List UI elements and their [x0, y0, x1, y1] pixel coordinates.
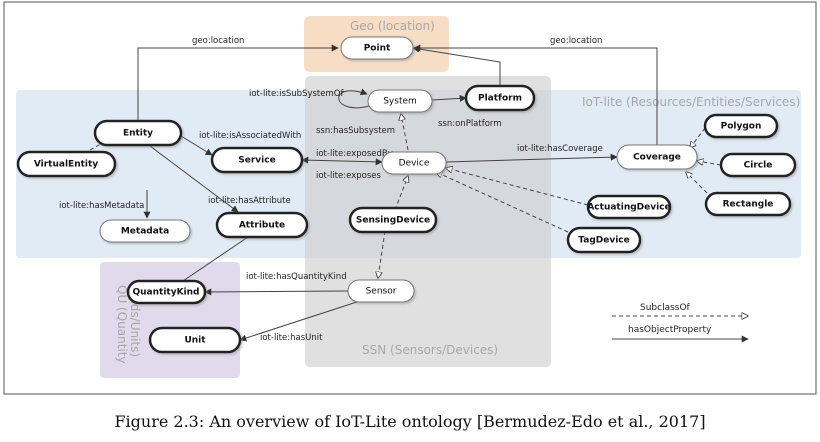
node-polygon-label: Polygon [721, 122, 762, 132]
node-actuating-device-label: ActuatingDevice [587, 203, 670, 213]
edge-entity-attribute [149, 145, 239, 213]
edge-system-loop [338, 88, 370, 109]
node-sensor [347, 279, 415, 303]
label-has-attribute: iot-lite:hasAttribute [208, 196, 291, 206]
figure-frame [3, 1, 817, 395]
figure-caption: Figure 2.3: An overview of IoT-Lite onto… [114, 412, 706, 431]
node-point [340, 36, 414, 60]
label-has-coverage: iot-lite:hasCoverage [517, 144, 603, 154]
node-metadata [99, 219, 191, 243]
legend-subclass-of-label: SubclassOf [640, 303, 691, 313]
edge-sensor-quantitykind [204, 288, 349, 296]
edge-device-coverage [445, 153, 618, 163]
edge-system-platform [431, 94, 467, 102]
node-unit-label: Unit [184, 336, 206, 346]
node-coverage-label: Coverage [633, 153, 681, 163]
node-coverage [616, 144, 698, 170]
label-is-sub-system-of: iot-lite:isSubSystemOf [249, 89, 344, 99]
edge-platform-point [412, 45, 501, 86]
ssn-region-label: SSN (Sensors/Devices) [362, 343, 498, 357]
edge-entity-service [180, 135, 213, 156]
node-rectangle-label: Rectangle [723, 200, 774, 210]
label-has-unit: iot-lite:hasUnit [260, 333, 323, 343]
node-quantity-kind-label: QuantityKind [132, 288, 199, 298]
edge-sensingdevice-device [394, 176, 408, 211]
node-entity-label: Entity [123, 129, 153, 139]
label-is-associated-with: iot-lite:isAssociatedWith [199, 131, 301, 141]
edge-tagdevice-device [436, 172, 569, 233]
geo-region-label: Geo (location) [350, 19, 435, 33]
edge-service-device [301, 156, 383, 166]
node-device [381, 151, 447, 175]
node-tag-device-label: TagDevice [578, 236, 629, 246]
node-polygon [703, 113, 779, 139]
node-device-label: Device [399, 159, 430, 169]
label-has-quantity-kind: iot-lite:hasQuantityKind [246, 272, 347, 282]
edge-actuatingdevice-device [446, 168, 589, 206]
edge-coverage-point [413, 44, 658, 145]
iotlite-region-label: IoT-lite (Resources/Entities/Services) [582, 95, 800, 109]
node-quantity-kind [126, 279, 207, 305]
node-system-label: System [383, 97, 417, 107]
node-attribute [215, 211, 309, 239]
node-service-label: Service [238, 156, 275, 166]
node-rectangle [704, 191, 792, 217]
node-platform [464, 84, 536, 112]
label-exposed-by: iot-lite:exposedBy [316, 149, 393, 159]
edge-entity-point [137, 44, 339, 121]
node-tag-device [566, 226, 642, 254]
node-sensing-device-label: SensingDevice [356, 216, 430, 226]
legend: SubclassOf hasObjectProperty [612, 303, 749, 343]
node-system [367, 89, 433, 113]
label-exposes: iot-lite:exposes [316, 171, 381, 181]
edge-sensingdevice-sensor [378, 230, 386, 278]
label-has-subsystem: ssn:hasSubsystem [316, 126, 395, 136]
node-virtual-entity-label: VirtualEntity [34, 160, 98, 170]
node-service [210, 146, 304, 174]
edge-device-system [401, 114, 409, 151]
ontology-diagram: Geo (location) IoT-lite (Resources/Entit… [3, 1, 817, 395]
node-circle [719, 152, 797, 178]
node-platform-label: Platform [478, 94, 522, 104]
label-has-metadata: iot-lite:hasMetadata [59, 201, 144, 211]
label-geo-location-right: geo:location [550, 36, 602, 46]
edge-attribute-quantitykind [179, 236, 249, 284]
label-geo-location-left: geo:location [192, 36, 244, 46]
node-metadata-label: Metadata [121, 227, 169, 237]
node-sensing-device [348, 206, 438, 234]
legend-has-object-property-label: hasObjectProperty [628, 325, 712, 335]
node-sensor-label: Sensor [366, 287, 397, 297]
node-attribute-label: Attribute [239, 221, 285, 231]
node-entity [93, 119, 183, 147]
edge-sensor-unit [239, 298, 367, 342]
node-circle-label: Circle [744, 161, 773, 171]
edge-rectangle-coverage [686, 172, 713, 199]
node-virtual-entity [16, 150, 117, 178]
node-point-label: Point [364, 44, 391, 54]
qu-region-label-1: QU (Quantity [115, 285, 129, 364]
label-on-platform: ssn:onPlatform [438, 119, 502, 129]
node-actuating-device [586, 194, 672, 220]
node-unit [148, 326, 242, 354]
